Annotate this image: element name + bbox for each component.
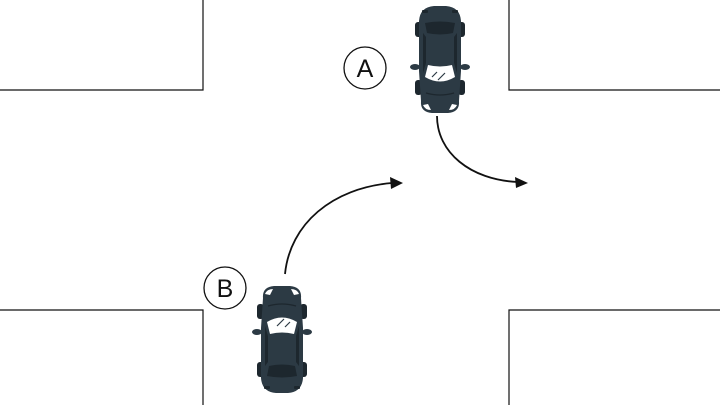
curb-top-right [508,0,720,91]
curb-bottom-right [508,309,720,405]
curb-bottom-left [0,309,204,405]
vehicle-a-arrow-icon [515,177,528,188]
vehicle-a-label: A [357,55,374,83]
vehicle-a-path [436,115,519,183]
vehicle-a-badge: A [343,46,387,90]
vehicle-b-label: B [217,275,234,303]
vehicle-b-car-icon [251,285,313,394]
vehicle-b-arrow-icon [390,177,403,189]
vehicle-b-path [284,182,393,275]
curb-top-left [0,0,204,91]
vehicle-a-car-icon [409,5,471,114]
vehicle-b-badge: B [203,266,247,310]
